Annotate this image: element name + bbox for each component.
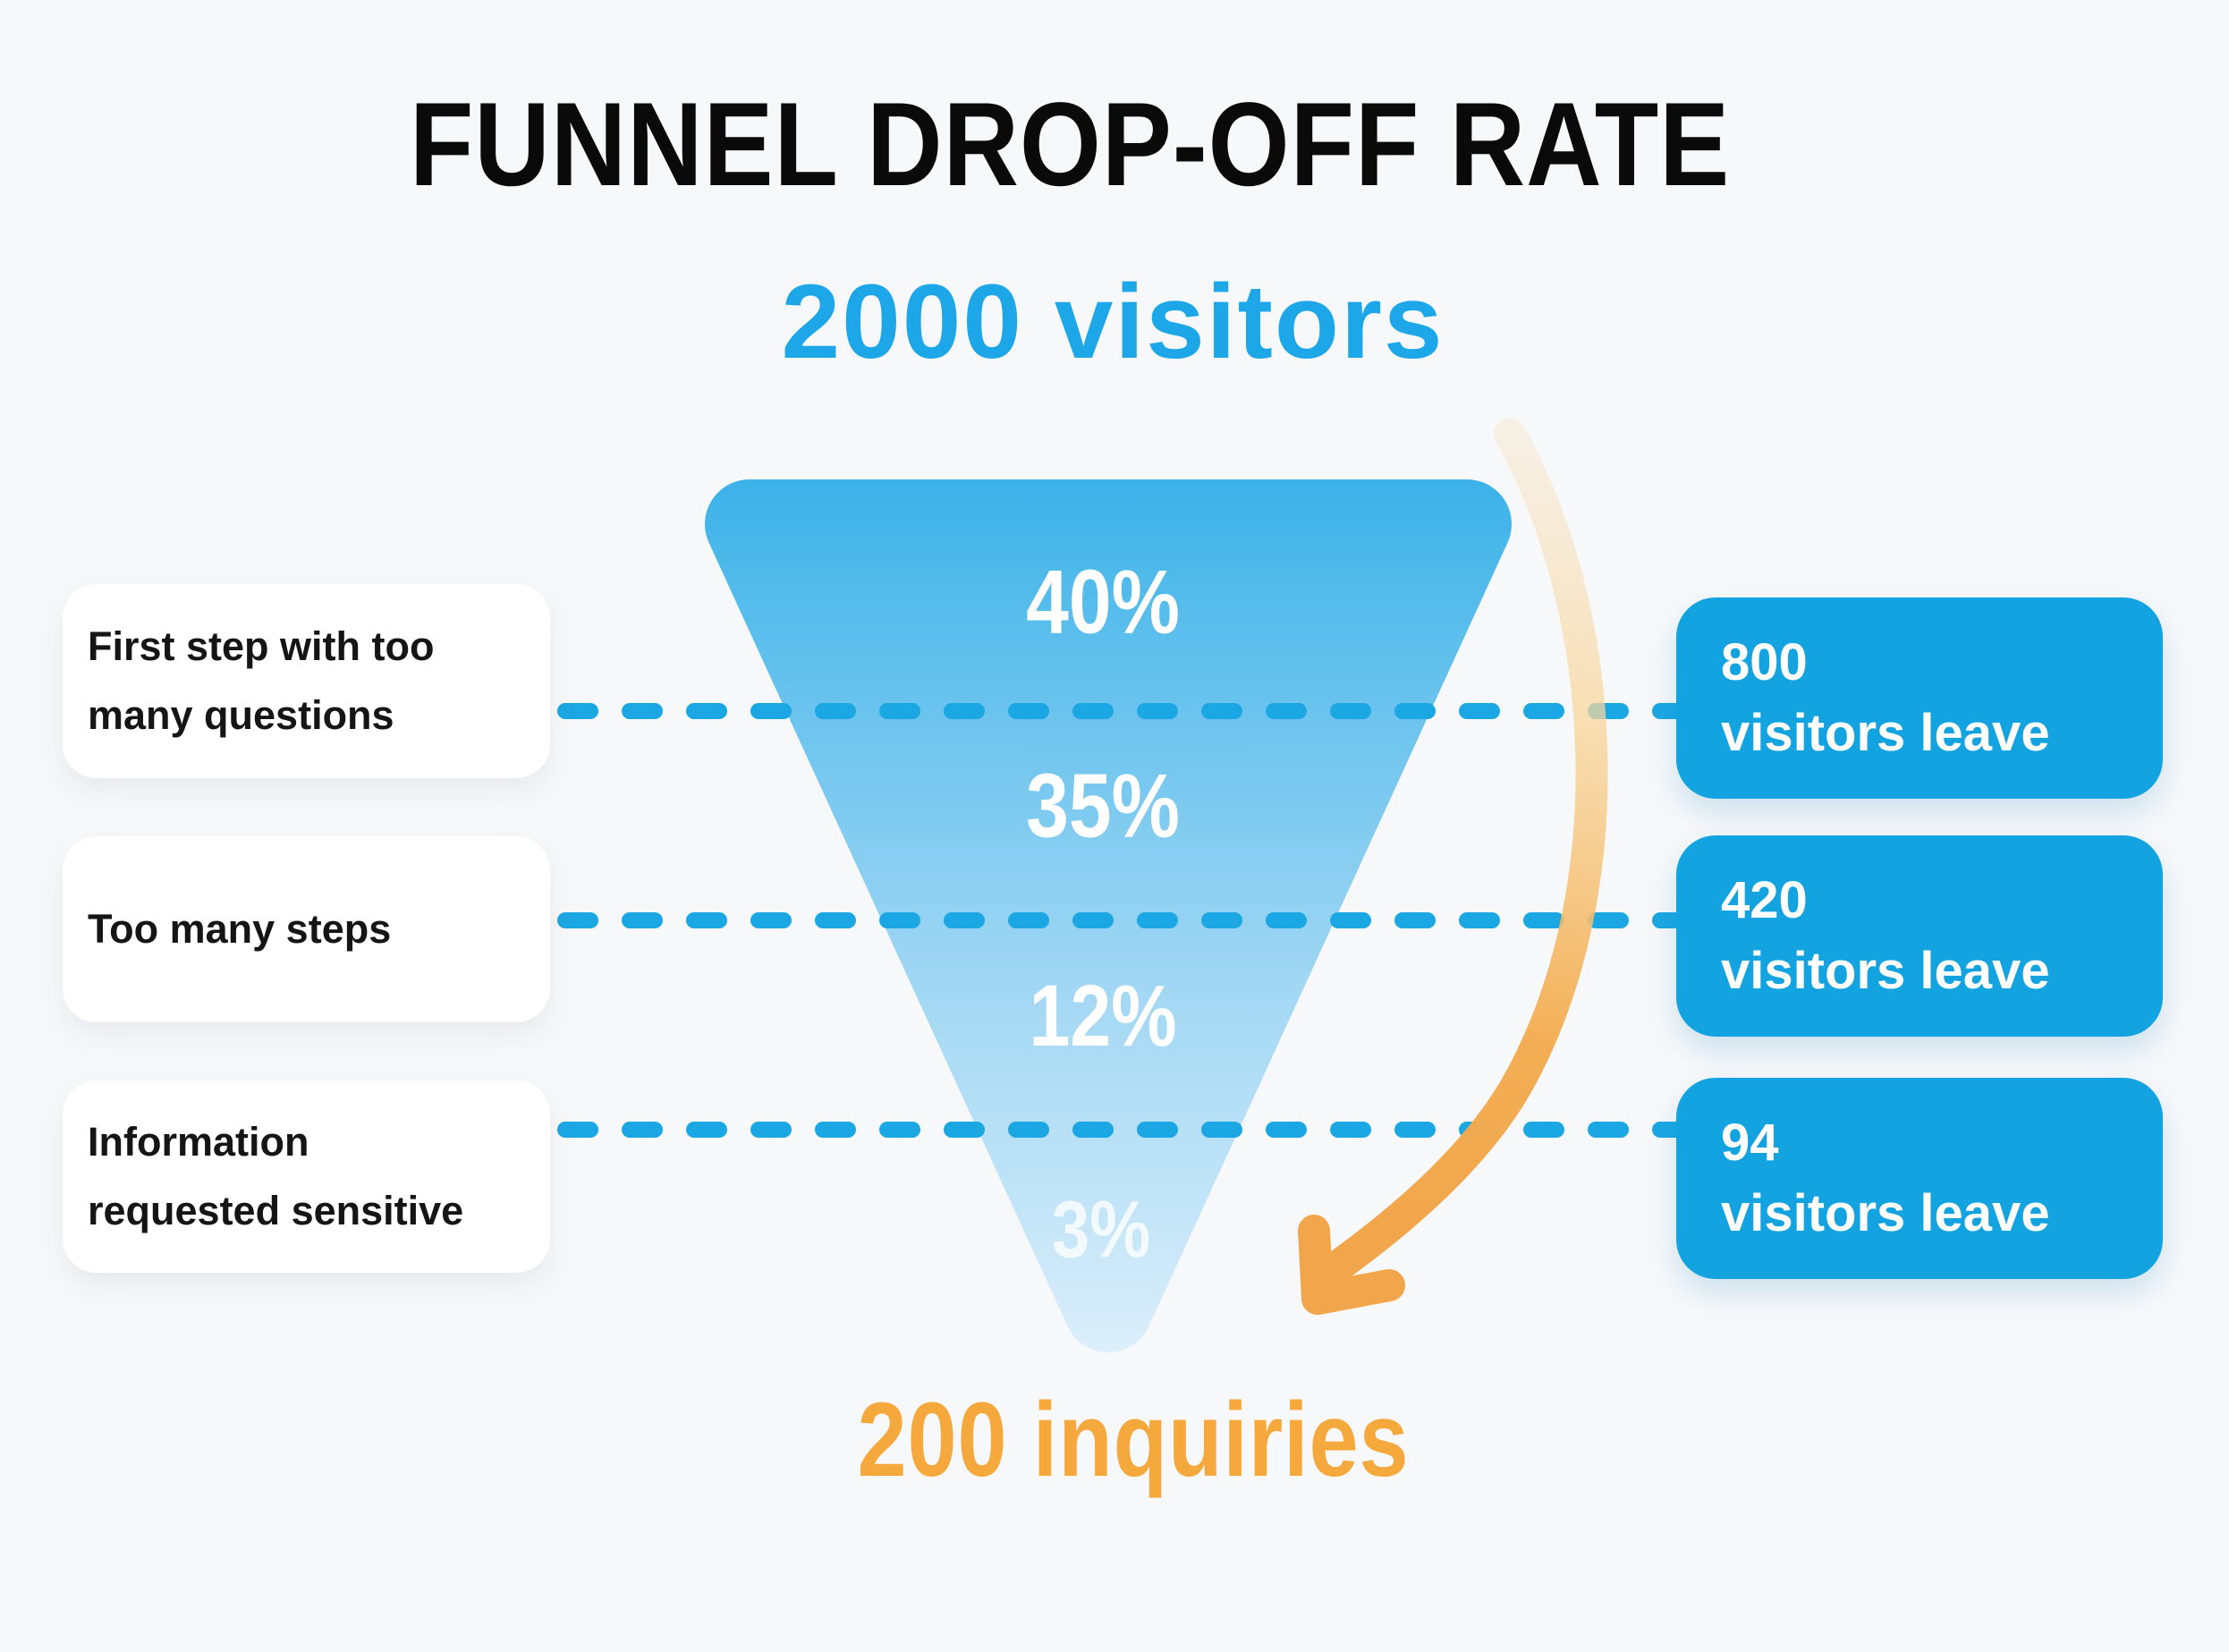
visitors-leave-card-3-value: 94 bbox=[1721, 1114, 1779, 1173]
reason-card-3-line1: Information bbox=[88, 1119, 309, 1165]
stage-percent-4: 3% bbox=[1051, 1185, 1151, 1275]
reason-card-3: Information requested sensitive bbox=[63, 1080, 550, 1273]
visitors-leave-card-3-label: visitors leave bbox=[1721, 1183, 2050, 1242]
reason-card-3-line2: requested sensitive bbox=[88, 1187, 464, 1233]
visitors-leave-card-3: 94 visitors leave bbox=[1676, 1078, 2163, 1279]
stage-percent-2: 35% bbox=[1026, 756, 1180, 857]
drop-off-arrow-shaft bbox=[1324, 418, 1608, 1281]
visitors-leave-card-1-value: 800 bbox=[1721, 633, 1808, 692]
drop-off-arrow-head-icon bbox=[1298, 1215, 1405, 1315]
reason-card-2-line1: Too many steps bbox=[88, 905, 392, 952]
exit-inquiries-label: 200 inquiries bbox=[857, 1381, 1410, 1499]
reason-card-1-line2: many questions bbox=[88, 691, 394, 738]
visitors-leave-card-2-value: 420 bbox=[1721, 871, 1808, 930]
visitors-leave-card-1: 800 visitors leave bbox=[1676, 597, 2163, 799]
stage-percent-1: 40% bbox=[1026, 552, 1180, 653]
reason-card-1-line1: First step with too bbox=[88, 623, 435, 669]
reason-card-2: Too many steps bbox=[63, 836, 550, 1022]
page-title: FUNNEL DROP-OFF RATE bbox=[409, 79, 1731, 211]
reason-card-1: First step with too many questions bbox=[63, 584, 550, 778]
visitors-leave-card-1-label: visitors leave bbox=[1721, 703, 2050, 762]
visitors-leave-card-2-label: visitors leave bbox=[1721, 941, 2050, 1000]
stage-percent-3: 12% bbox=[1029, 967, 1177, 1064]
visitors-leave-card-2: 420 visitors leave bbox=[1676, 835, 2163, 1037]
entry-visitors-label: 2000 visitors bbox=[781, 263, 1445, 381]
